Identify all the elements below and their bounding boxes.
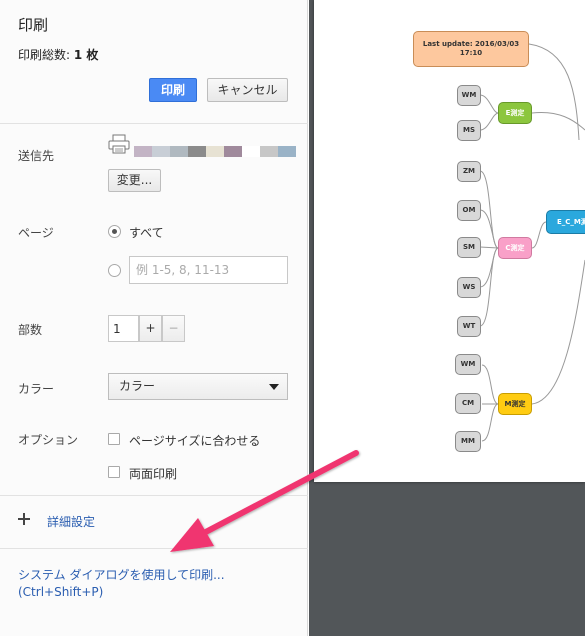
preview-page: Last update: 2016/03/03 17:10 E_C_M測 E測定… [314, 0, 585, 482]
mindmap-connectors [469, 43, 585, 442]
color-select-value: カラー [119, 379, 156, 393]
mindmap-leaf: MM [455, 431, 481, 452]
divider [0, 123, 308, 124]
mindmap-leaf: WT [457, 316, 481, 337]
divider [0, 495, 308, 496]
mindmap-node-e-group: E測定 [498, 102, 532, 124]
printer-icon [108, 134, 130, 154]
last-update-line1: Last update: 2016/03/03 [422, 40, 520, 49]
duplex-checkbox[interactable] [108, 466, 120, 478]
total-sheets-value: 1 枚 [73, 48, 99, 62]
system-dialog-link[interactable]: システム ダイアログを使用して印刷... [18, 568, 225, 582]
mindmap-leaf: CM [455, 393, 481, 414]
destination-label: 送信先 [18, 149, 55, 163]
mindmap-node-c-group: C測定 [498, 237, 532, 259]
mindmap-leaf: WM [457, 85, 481, 106]
color-label: カラー [18, 382, 55, 396]
last-update-line2: 17:10 [459, 49, 483, 57]
redaction-swatch [188, 146, 206, 157]
redaction-swatch [170, 146, 188, 157]
redaction-swatch [152, 146, 170, 157]
mindmap-node-root: E_C_M測 [546, 210, 585, 234]
change-destination-button[interactable]: 変更... [108, 169, 161, 192]
page-title: 印刷 [18, 16, 49, 34]
system-dialog-shortcut: (Ctrl+Shift+P) [18, 585, 104, 599]
redaction-swatch [278, 146, 296, 157]
mindmap-leaf: ZM [457, 161, 481, 182]
cancel-button[interactable]: キャンセル [207, 78, 288, 102]
copies-decrement-button[interactable]: − [162, 315, 185, 342]
duplex-label: 両面印刷 [129, 467, 178, 481]
print-preview-area[interactable]: Last update: 2016/03/03 17:10 E_C_M測 E測定… [309, 0, 585, 636]
color-select[interactable]: カラー [108, 373, 288, 400]
print-settings-panel: 印刷 印刷総数: 1 枚 印刷 キャンセル 送信先 変更... ページ すべて … [0, 0, 308, 636]
mindmap-leaf: SM [457, 237, 481, 258]
print-button[interactable]: 印刷 [149, 78, 197, 102]
redaction-swatch [206, 146, 224, 157]
mindmap-leaf: WS [457, 277, 481, 298]
redaction-swatch [224, 146, 242, 157]
total-sheets: 印刷総数: 1 枚 [18, 46, 98, 63]
pages-label: ページ [18, 226, 54, 240]
pages-range-radio[interactable] [108, 264, 121, 277]
mindmap-node-m-group: M測定 [498, 393, 532, 415]
pages-all-label: すべて [129, 226, 164, 240]
fit-to-page-checkbox[interactable] [108, 433, 120, 445]
total-sheets-label: 印刷総数: [18, 48, 71, 62]
pages-range-input[interactable] [129, 256, 288, 284]
copies-input[interactable] [108, 315, 139, 342]
copies-increment-button[interactable]: + [139, 315, 162, 342]
mindmap-leaf: WM [455, 354, 481, 375]
more-settings-link[interactable]: 詳細設定 [47, 515, 96, 529]
options-label: オプション [18, 433, 79, 447]
printer-name-redacted [134, 146, 296, 157]
redaction-swatch [260, 146, 278, 157]
pages-all-radio[interactable] [108, 225, 121, 238]
mindmap-node-last-update: Last update: 2016/03/03 17:10 [413, 31, 529, 67]
redaction-swatch [134, 146, 152, 157]
redaction-swatch [242, 146, 260, 157]
mindmap-leaf: OM [457, 200, 481, 221]
mindmap-leaf: MS [457, 120, 481, 141]
fit-to-page-label: ページサイズに合わせる [129, 434, 261, 448]
chevron-down-icon [269, 384, 279, 390]
plus-icon[interactable] [18, 513, 30, 525]
copies-label: 部数 [18, 323, 43, 337]
divider [0, 548, 308, 549]
